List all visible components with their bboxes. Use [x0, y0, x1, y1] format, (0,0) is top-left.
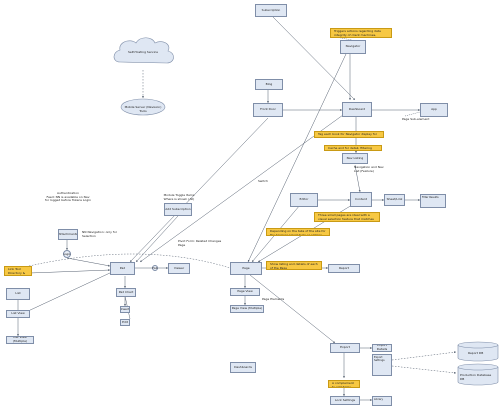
node-insert[interactable]: Insert	[120, 306, 130, 313]
node-edit-small[interactable]: Edit	[120, 319, 130, 326]
node-pad-chart[interactable]: Pad Chart	[116, 288, 136, 297]
node-page-view-multiple[interactable]: Page View (Multiple)	[230, 305, 264, 313]
cloud-shape	[113, 37, 174, 64]
node-nav-listing[interactable]: Nav Listing	[342, 153, 368, 164]
node-add-subscription[interactable]: Add Subscription	[164, 203, 192, 216]
node-front-door[interactable]: Front Door	[253, 103, 283, 117]
node-app[interactable]: App	[420, 103, 448, 117]
ellipse-shape	[120, 98, 166, 116]
node-page-view[interactable]: Page View	[230, 288, 260, 296]
circle-hub[interactable]: Hub	[152, 265, 158, 271]
node-pad[interactable]: Pad	[110, 262, 135, 275]
text-authentication: Authentication Feed: NN is available on …	[44, 191, 91, 203]
note-left-link-tool: Link Tool Directory & Set to set Enterpr…	[4, 266, 32, 276]
text-page-elements: Page Elements	[262, 297, 285, 301]
note-small-pages: Three small pages are ideal with a visua…	[314, 212, 380, 222]
node-content[interactable]: Content	[350, 192, 372, 207]
db-label-b: Production Database DB	[460, 373, 492, 381]
node-list-view[interactable]: List View	[6, 310, 30, 318]
node-dashboards[interactable]: Dashboards	[230, 362, 256, 373]
note-cache: Cache and for detail, filtering and disp…	[324, 145, 382, 151]
note-navigator-display: Tag each book for Navigator display for …	[314, 131, 384, 138]
node-export[interactable]: Export	[330, 343, 360, 353]
node-export-settings[interactable]: Export Settings	[372, 354, 392, 376]
note-triggers: Triggers actions regarding data integrit…	[330, 28, 392, 38]
text-pivot-form: Pivot Form: Related Changes Page	[178, 239, 222, 247]
node-filter-results[interactable]: Filter Results	[420, 194, 446, 208]
node-list[interactable]: List	[6, 288, 30, 300]
note-listing: Show listing and details of each of the …	[266, 261, 322, 270]
ellipse-label: Mobile Server (Navision) Tools	[124, 105, 162, 113]
node-list-view-multiple[interactable]: List View (Multiple)	[6, 336, 34, 344]
database-icon	[457, 341, 499, 386]
node-report[interactable]: Report	[328, 264, 360, 273]
node-page[interactable]: Page	[230, 262, 262, 275]
node-editor[interactable]: Editor	[290, 193, 318, 207]
node-viewer[interactable]: Viewer	[168, 263, 190, 274]
node-navstack[interactable]: Navigator	[340, 40, 366, 54]
db-label-a: Report DB	[468, 351, 484, 355]
note-complement: A complement to add items, hovering and …	[328, 380, 360, 388]
node-blog[interactable]: Blog	[255, 79, 283, 90]
text-module-toggle: Module Toggle Items Where is shown (All)	[163, 193, 195, 201]
connectors	[17, 15, 457, 401]
app-sub-label: Page Sub-element	[402, 117, 430, 121]
node-sheet-link[interactable]: Sheet/Link	[384, 194, 405, 206]
node-library[interactable]: Library	[372, 396, 392, 406]
text-switch: Switch	[258, 179, 268, 183]
node-attachments[interactable]: Attachments	[58, 229, 78, 240]
node-export-details[interactable]: Export Details	[372, 344, 392, 352]
text-nav-list: Navigation and Nav List (Feature)	[354, 165, 384, 173]
node-dashboard[interactable]: Dashboard	[342, 102, 372, 117]
node-lock-settings[interactable]: Lock Settings	[330, 396, 360, 405]
text-navigation-selection: NN Navigation: only for Selection	[82, 230, 118, 238]
cloud-label: Self-Hosting Service	[127, 50, 159, 54]
node-top[interactable]: Subscription	[255, 4, 287, 17]
note-tabs: Depending on the tabs of the site for th…	[266, 228, 330, 236]
circle-login[interactable]: Login	[63, 250, 71, 258]
